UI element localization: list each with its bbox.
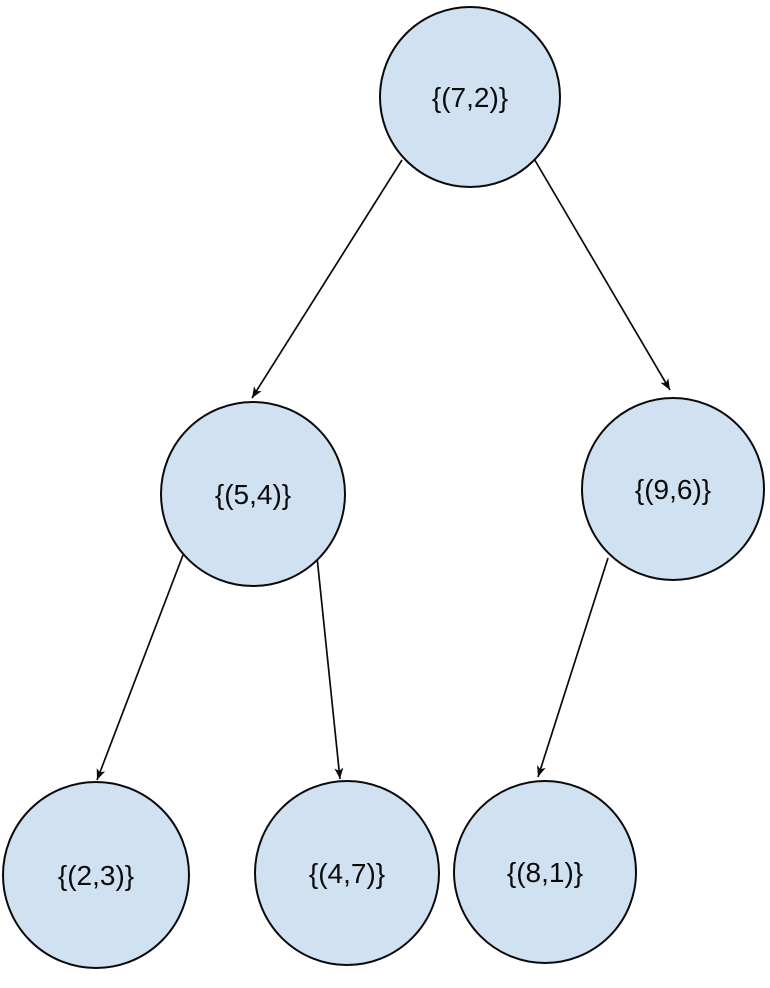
tree-node-n-5-4: {(5,4)} bbox=[160, 401, 346, 587]
tree-node-label: {(5,4)} bbox=[215, 479, 291, 510]
tree-node-circle bbox=[160, 401, 346, 587]
tree-node-label: {(8,1)} bbox=[507, 857, 583, 888]
tree-edge-n-7-2-to-n-9-6 bbox=[532, 156, 671, 391]
tree-node-label: {(9,6)} bbox=[635, 474, 711, 505]
tree-node-circle bbox=[2, 781, 190, 969]
tree-node-n-2-3: {(2,3)} bbox=[2, 781, 190, 969]
tree-edge-n-7-2-to-n-5-4 bbox=[251, 159, 403, 399]
tree-edge-n-9-6-to-n-8-1 bbox=[537, 557, 609, 778]
tree-node-n-8-1: {(8,1)} bbox=[453, 780, 637, 964]
tree-node-circle bbox=[379, 6, 561, 188]
tree-node-circle bbox=[453, 780, 637, 964]
tree-node-n-9-6: {(9,6)} bbox=[581, 397, 765, 581]
tree-node-circle bbox=[254, 780, 440, 966]
tree-edge-n-5-4-to-n-4-7 bbox=[316, 556, 344, 780]
tree-edge-n-5-4-to-n-2-3 bbox=[96, 554, 184, 781]
tree-node-n-4-7: {(4,7)} bbox=[254, 780, 440, 966]
nodes-layer: {(7,2)} {(5,4)} {(9,6)} {(2,3)} {(4,7)} {(8,1… bbox=[2, 6, 765, 969]
edges-layer bbox=[96, 156, 671, 781]
tree-node-label: {(4,7)} bbox=[309, 858, 385, 889]
tree-node-circle bbox=[581, 397, 765, 581]
tree-node-n-7-2: {(7,2)} bbox=[379, 6, 561, 188]
tree-node-label: {(7,2)} bbox=[432, 82, 508, 113]
tree-node-label: {(2,3)} bbox=[58, 860, 134, 891]
